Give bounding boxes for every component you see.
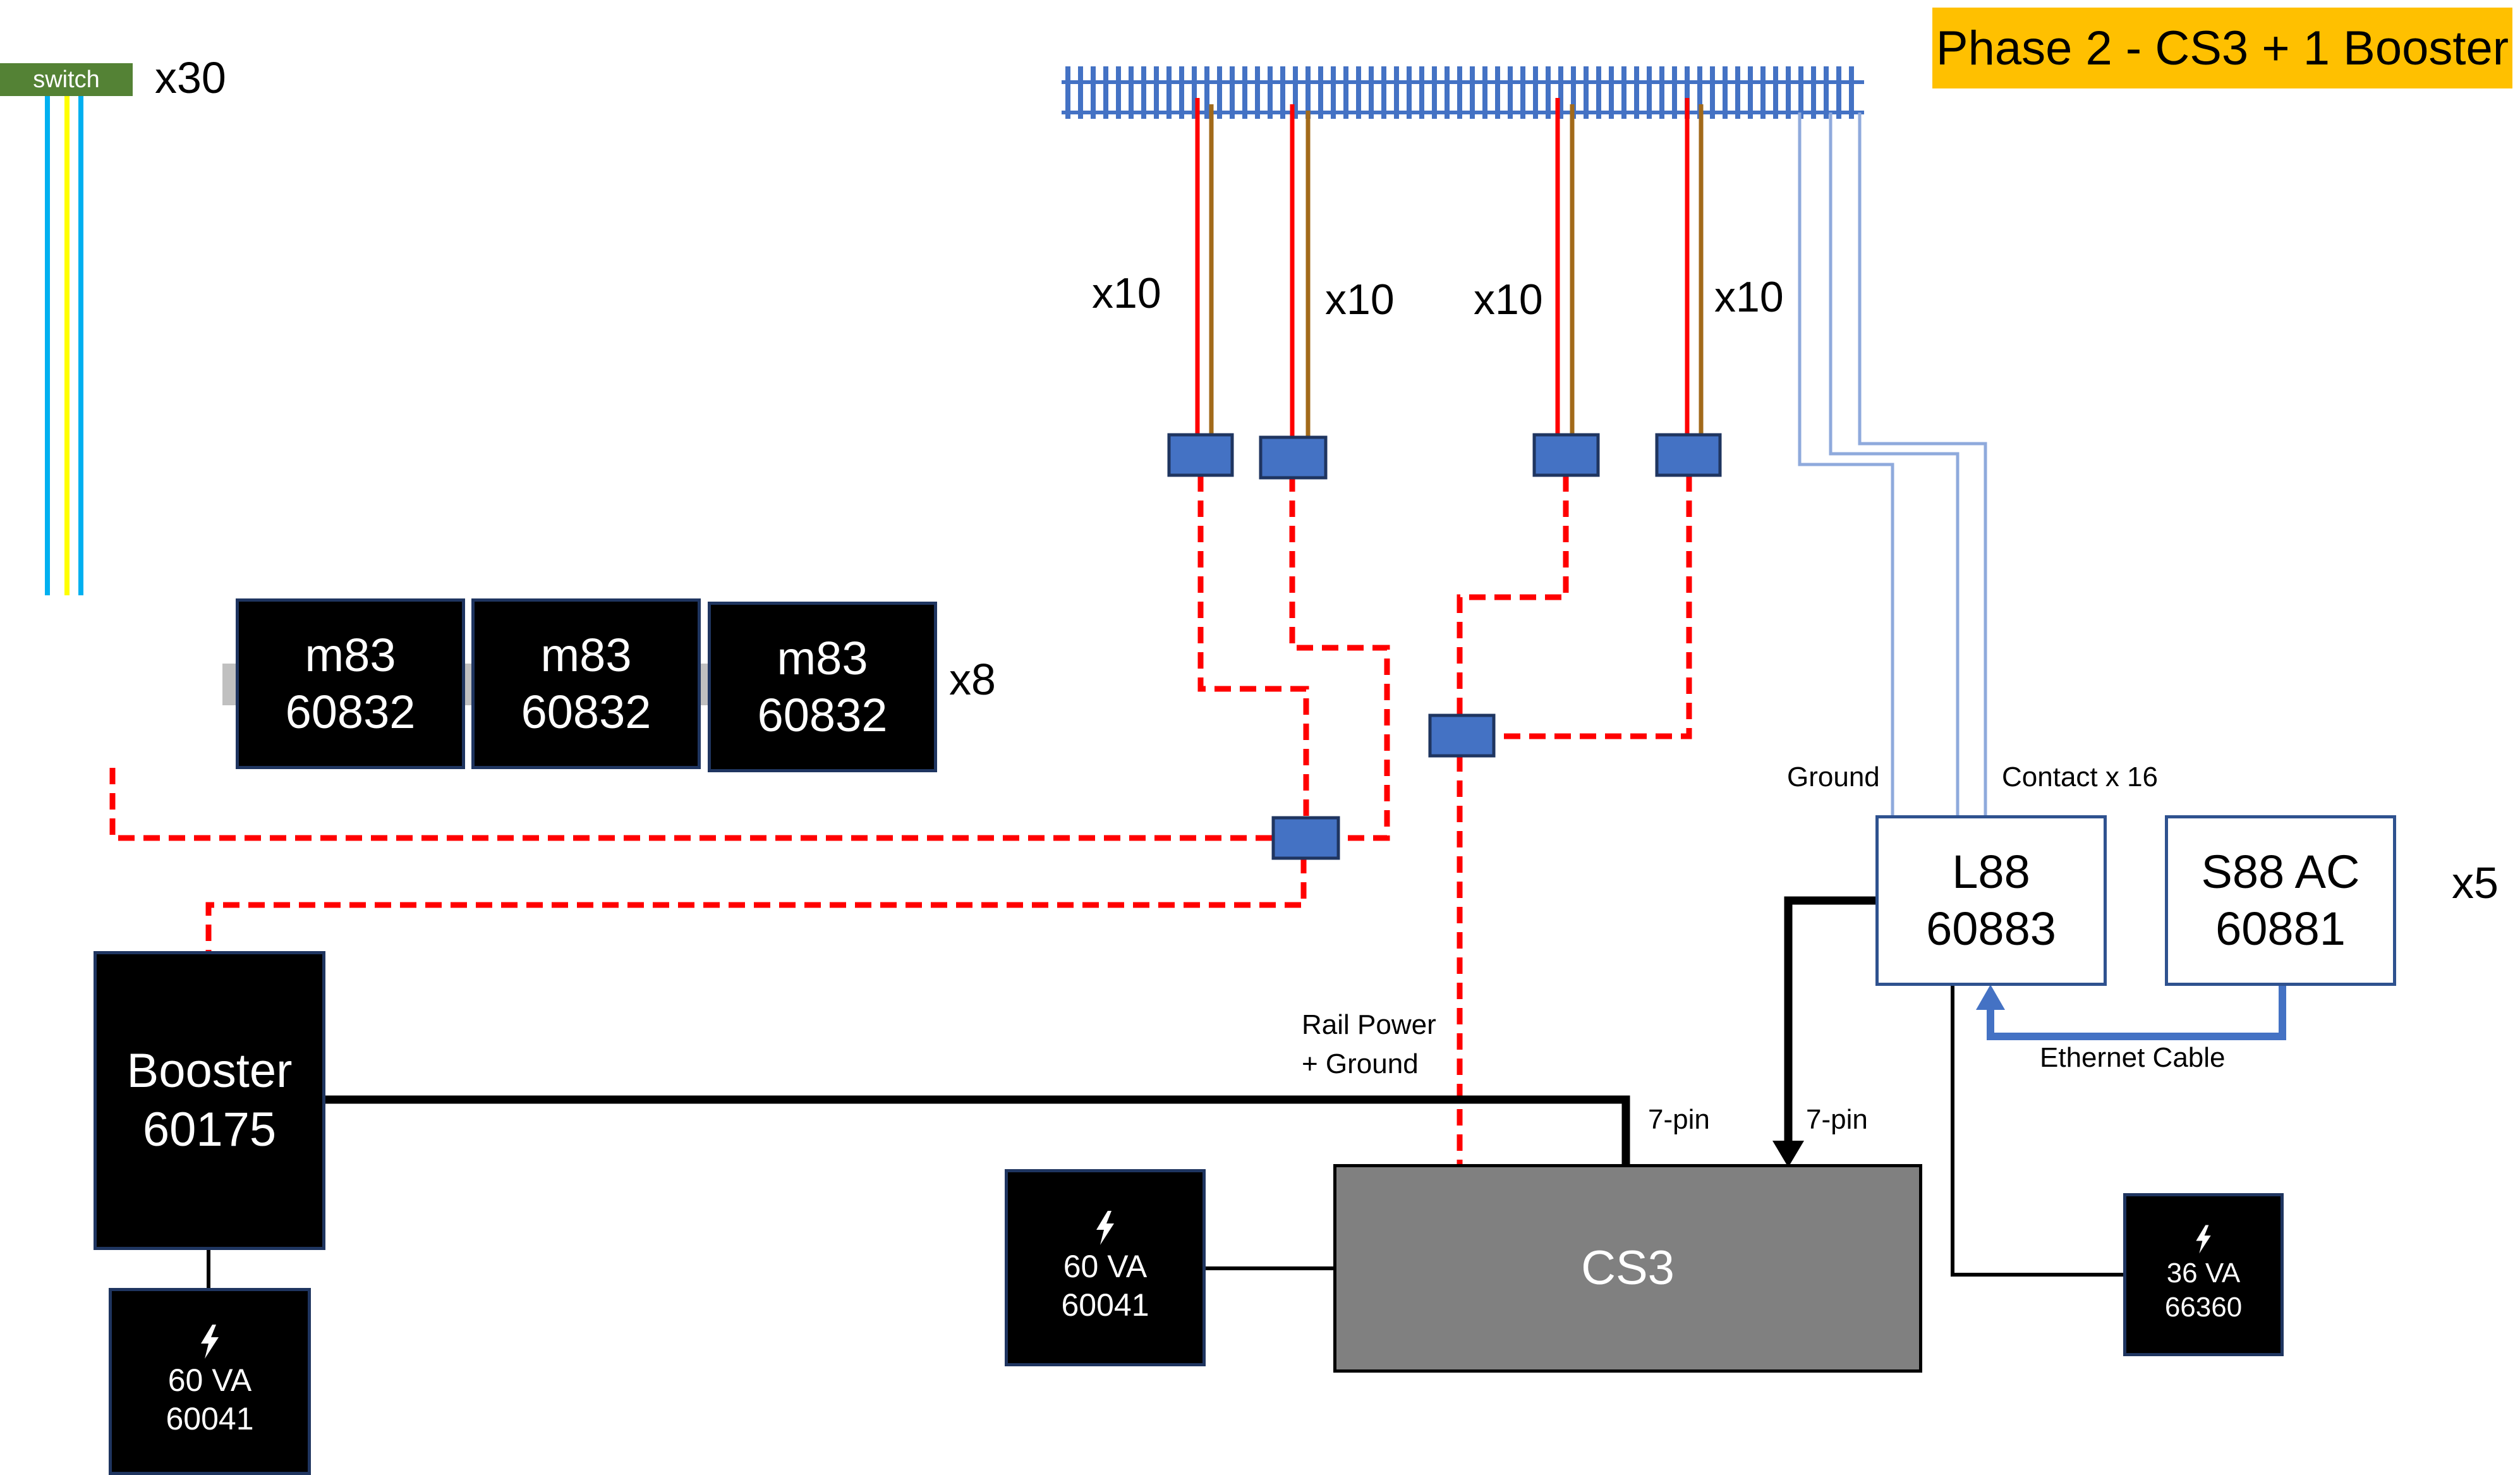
s88-bus-lines — [1798, 112, 1987, 815]
m83-module-3-code: 60832 — [757, 689, 888, 741]
contact-label: Contact x 16 — [2002, 762, 2159, 792]
feeder-connectors — [1167, 433, 1722, 860]
psu-cs3: 60 VA 60041 — [1005, 1169, 1206, 1366]
m83-module-1-code: 60832 — [285, 686, 416, 738]
lightning-icon — [2196, 1225, 2211, 1254]
s88-box: S88 AC 60881 — [2165, 815, 2396, 986]
s88-count: x5 — [2452, 858, 2499, 907]
feeder-count-3: x10 — [1474, 276, 1543, 324]
m83-module-1-name: m83 — [305, 628, 396, 681]
power-wires — [207, 896, 2123, 1289]
l88-7pin-label: 7-pin — [1806, 1104, 1868, 1135]
feeder-count-2: x10 — [1325, 276, 1395, 324]
booster-name: Booster — [126, 1043, 293, 1098]
lightning-icon — [201, 1325, 219, 1359]
s88-name: S88 AC — [2201, 845, 2360, 898]
rail-power-label-line1: Rail Power — [1302, 1009, 1436, 1040]
switch-wires — [45, 96, 83, 595]
psu-l88: 36 VA 66360 — [2123, 1193, 2284, 1356]
feeder-wires — [1195, 98, 1704, 437]
m83-module-2-name: m83 — [540, 628, 632, 681]
s88-code: 60881 — [2215, 902, 2346, 955]
m83-module-3-name: m83 — [777, 631, 868, 684]
lightning-icon — [1096, 1211, 1114, 1245]
ground-label: Ground — [1787, 762, 1880, 792]
booster-code: 60175 — [142, 1102, 277, 1156]
booster-7pin-label: 7-pin — [1648, 1104, 1710, 1135]
title-banner: Phase 2 - CS3 + 1 Booster — [1932, 8, 2512, 88]
feeder-count-1: x10 — [1092, 269, 1161, 317]
rail-power-label-line2: + Ground — [1302, 1048, 1419, 1079]
m83-module-3: m83 60832 — [708, 602, 937, 772]
switch-tag: switch — [0, 63, 133, 96]
ethernet-cable-label: Ethernet Cable — [2040, 1042, 2226, 1073]
switch-count: x30 — [155, 53, 226, 102]
l88-box: L88 60883 — [1875, 815, 2107, 986]
psu-l88-code: 66360 — [2164, 1292, 2243, 1323]
m83-module-2-code: 60832 — [521, 686, 651, 738]
ethernet-cable — [1976, 983, 2286, 1040]
psu-cs3-code: 60041 — [1061, 1287, 1149, 1323]
psu-l88-rating: 36 VA — [2166, 1258, 2241, 1289]
l88-name: L88 — [1952, 845, 2030, 898]
psu-booster: 60 VA 60041 — [109, 1288, 311, 1475]
m83-module-1: m83 60832 — [236, 598, 465, 769]
psu-booster-rating: 60 VA — [167, 1363, 252, 1398]
booster-box: Booster 60175 — [94, 951, 325, 1250]
psu-cs3-rating: 60 VA — [1063, 1249, 1148, 1284]
m83-count: x8 — [949, 655, 996, 704]
track — [1062, 66, 1864, 119]
feeder-count-4: x10 — [1714, 273, 1784, 321]
rail-power-bus — [109, 475, 1692, 1164]
m83-module-2: m83 60832 — [471, 598, 701, 769]
l88-code: 60883 — [1926, 902, 2056, 955]
cs3-name: CS3 — [1581, 1241, 1675, 1295]
cs3-box: CS3 — [1333, 1164, 1922, 1373]
psu-booster-code: 60041 — [166, 1401, 254, 1436]
